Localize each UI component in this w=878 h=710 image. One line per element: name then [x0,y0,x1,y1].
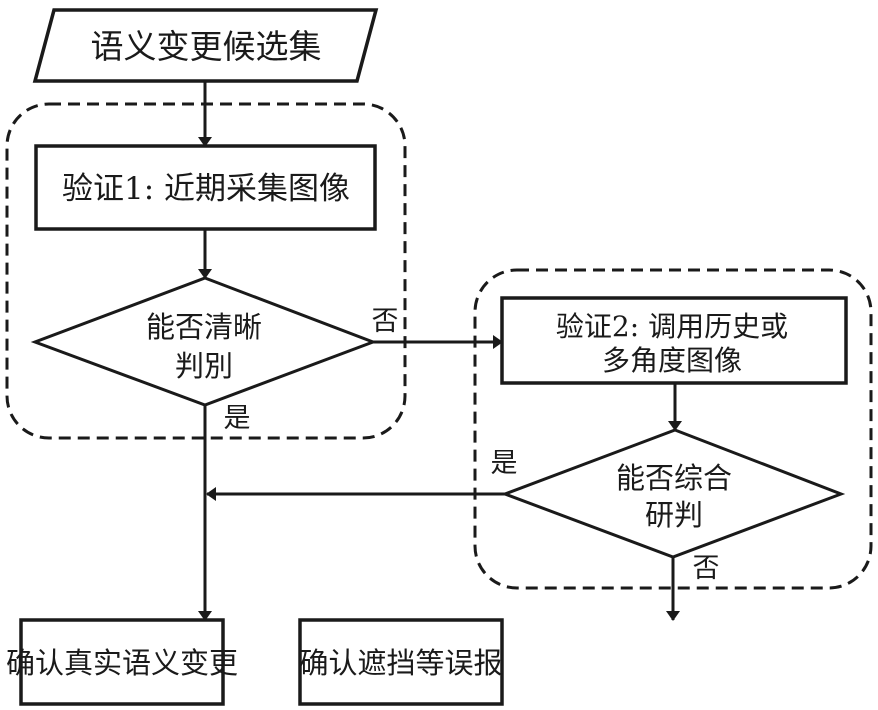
verify2-label-line1: 验证2: 调用历史或 [556,310,788,343]
stage-2-group [473,268,873,590]
verify1-node: 验证1: 近期采集图像 [34,144,377,231]
input-node-label: 语义变更候选集 [91,27,322,66]
decision1-label-line1: 能否清晰 [146,310,262,344]
input-node: 语义变更候选集 [32,8,379,83]
decision2-label-line2: 研判 [645,498,703,532]
decision1-yes-label: 是 [224,403,251,434]
result-true-label: 确认真实语义变更 [6,646,238,680]
decision1-label-line2: 判別 [175,349,233,383]
verify1-node-label: 验证1: 近期采集图像 [62,171,350,207]
decision2-label-line1: 能否综合 [616,461,732,495]
verify2-label-line2: 多角度图像 [602,344,742,377]
decision1-node: 能否清晰 判別 [30,276,378,407]
decision2-no-label: 否 [693,553,720,584]
decision1-no-label: 否 [372,306,399,337]
decision2-node: 能否综合 研判 [500,428,846,559]
result-true-node: 确认真实语义变更 [6,618,238,706]
result-false-label: 确认遮挡等误报 [299,646,502,680]
decision2-yes-label: 是 [491,448,518,479]
result-false-node: 确认遮挡等误报 [298,618,504,706]
verify2-node: 验证2: 调用历史或 多角度图像 [500,296,848,385]
